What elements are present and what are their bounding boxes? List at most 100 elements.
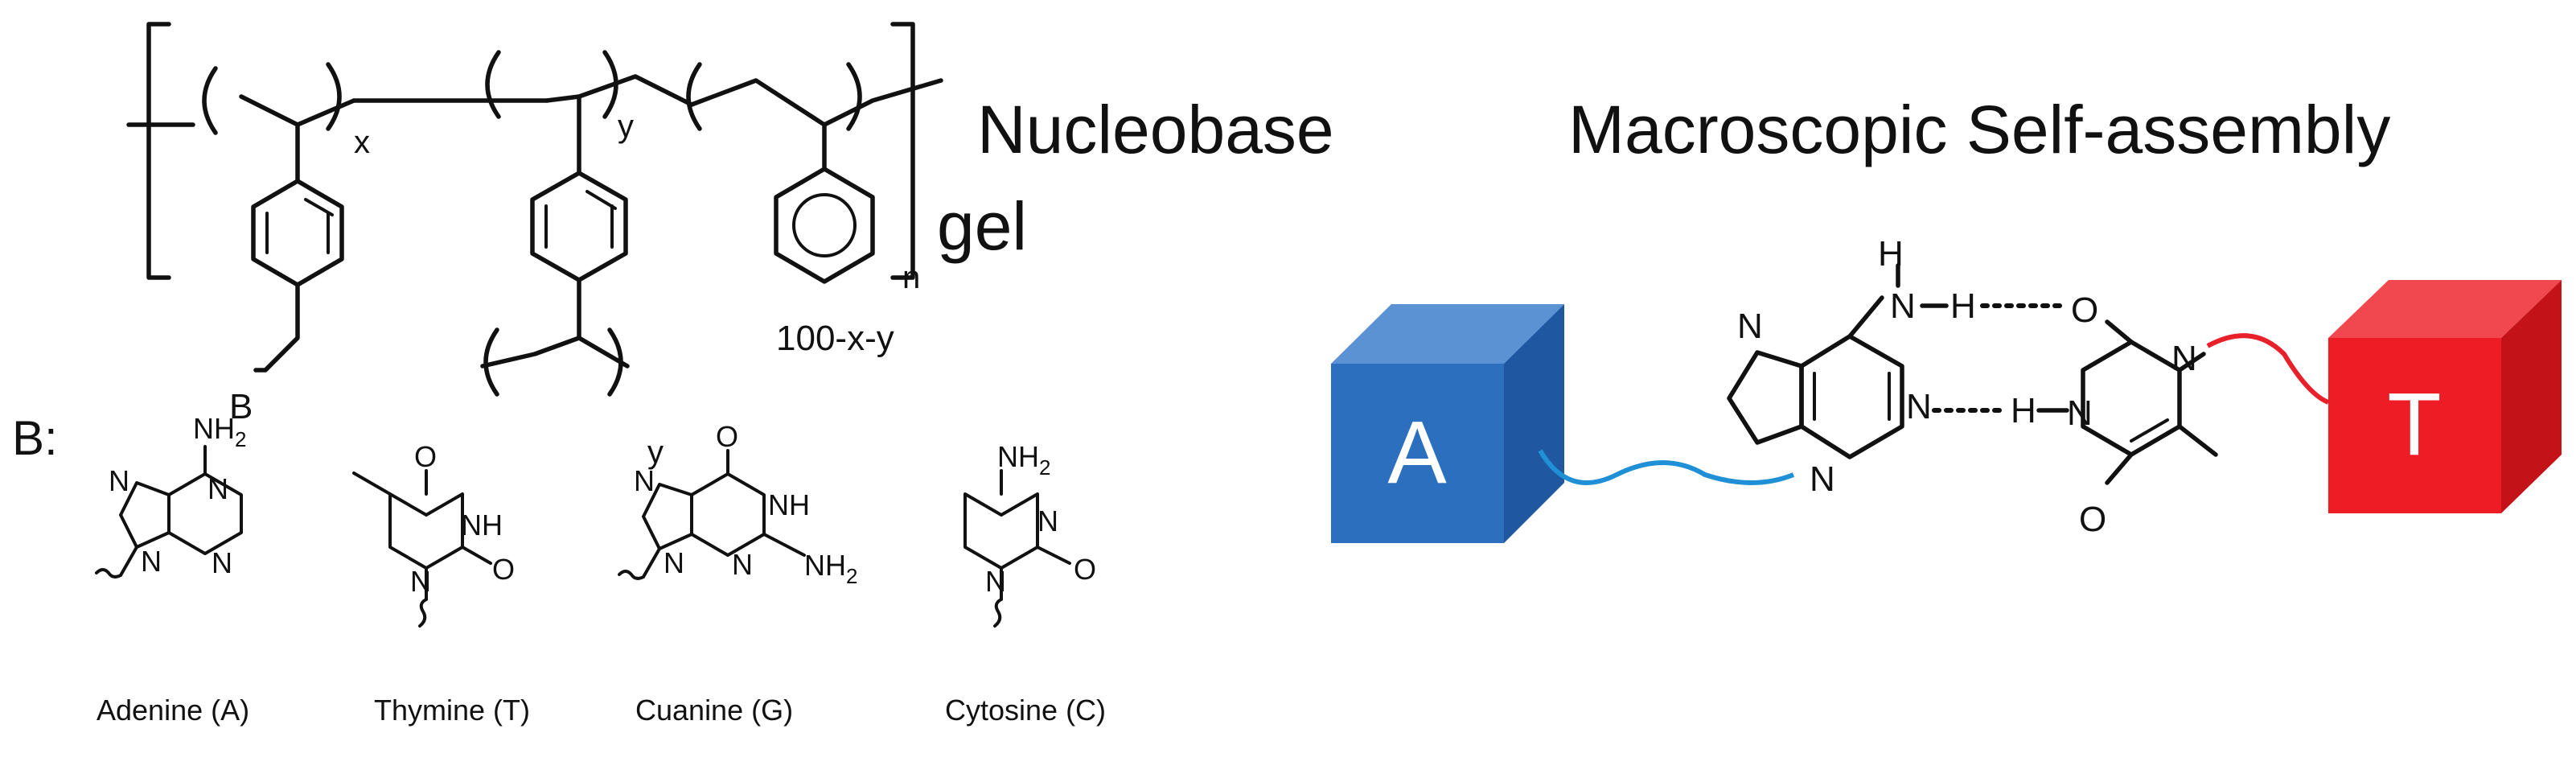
adenine-6ring [167, 472, 243, 555]
adenine-structure: N N N N N NH2 Adenine (A) [95, 412, 249, 727]
pair-adenine-6ring [1799, 334, 1904, 459]
pair-adenine-5ring [1727, 350, 1804, 445]
cube-a: A [1331, 304, 1564, 543]
cytosine-n1: N [985, 565, 1006, 598]
paren-s-left [686, 62, 702, 131]
linker-t [2206, 333, 2330, 405]
guanine-nh2: NH2 [804, 549, 857, 588]
guanine-bonds [618, 449, 806, 580]
cytosine-ring [963, 492, 1039, 570]
pair-thymine-double [2130, 418, 2169, 443]
guanine-nh: NH [768, 488, 810, 521]
guanine-n7: N [634, 464, 655, 497]
pair-thymine-n1: N [2171, 339, 2197, 378]
paren-x-left [202, 66, 218, 135]
guanine-n9: N [664, 546, 684, 579]
pair-thymine-ring [2081, 340, 2182, 457]
paren-s-right [846, 62, 862, 131]
pendant-b: B [229, 387, 253, 426]
linker-a [1538, 449, 1795, 485]
cube-t-side-face [2501, 280, 2562, 513]
adenine-5ring [119, 481, 171, 549]
pair-thymine-h3: H [2011, 391, 2036, 430]
cube-a-label: A [1387, 403, 1447, 502]
paren-y-left [485, 50, 501, 119]
cube-t-label: T [2387, 375, 2441, 474]
pair-adenine-amine-h1: H [1878, 234, 1904, 274]
pair-adenine-amine-n: N [1890, 286, 1916, 326]
thymine-nh: NH [461, 509, 503, 541]
cytosine-bonds [993, 469, 1071, 628]
paren-x-right [326, 62, 342, 131]
self-assembly-title: Macroscopic Self-assembly [1568, 92, 2390, 167]
pair-adenine-double [1813, 372, 1891, 421]
ring1-double [265, 198, 334, 254]
crosslink-backbone [480, 336, 630, 369]
left-bracket [146, 22, 171, 280]
cube-t: T [2328, 280, 2562, 513]
pair-thymine-o4: O [2079, 500, 2106, 539]
subscript-y-top: y [618, 109, 634, 144]
thymine-name: Thymine (T) [374, 694, 530, 727]
thymine-o4: O [414, 440, 437, 473]
ring3-aromatic [792, 193, 857, 257]
thymine-structure: O NH O N Thymine (T) [352, 440, 530, 727]
right-bracket [890, 22, 915, 280]
cytosine-n3: N [1037, 504, 1058, 537]
polymer-structure: x y n B y 100-x-y Nucleobase gel [126, 22, 1334, 470]
subscript-n: n [902, 260, 920, 295]
thymine-n1: N [410, 565, 431, 598]
thymine-ring [388, 492, 464, 570]
guanine-n3: N [732, 548, 753, 581]
pair-thymine-n3: N [2067, 393, 2093, 433]
paren-cl-left [483, 327, 499, 397]
cytosine-o2: O [1074, 553, 1096, 586]
cube-a-side-face [1504, 304, 1564, 543]
cube-t-front-face [2328, 338, 2501, 513]
guanine-o6: O [716, 420, 738, 453]
adenine-nh2: NH2 [193, 412, 246, 451]
cube-a-top-face [1331, 304, 1564, 364]
pair-adenine-n1: N [1906, 387, 1932, 426]
pair-thymine-bonds [2105, 319, 2218, 485]
ring1-ch2 [253, 282, 300, 373]
adenine-n3: N [212, 546, 232, 579]
section-b-label: B: [12, 411, 58, 465]
backbone-unit-styrene [689, 78, 943, 127]
adenine-n1: N [207, 472, 228, 505]
title-nucleobase: Nucleobase [977, 92, 1334, 167]
adenine-n7: N [109, 464, 129, 497]
subscript-y-bottom: y [647, 434, 664, 470]
cytosine-structure: NH2 N O N Cytosine (C) [945, 440, 1106, 727]
pair-adenine-c6-n [1847, 295, 1884, 339]
cube-t-top-face [2328, 280, 2562, 338]
paren-cl-right [607, 327, 623, 397]
pair-adenine: N N N N N H H [1727, 234, 1976, 499]
guanine-structure: O NH N N N NH2 Cuanine (G) [618, 420, 857, 727]
thymine-o2: O [492, 553, 515, 586]
guanine-6ring [690, 472, 766, 557]
pair-adenine-n3: N [1810, 459, 1835, 499]
subscript-x: x [354, 125, 370, 160]
backbone-unit-y [544, 74, 694, 107]
adenine-name: Adenine (A) [97, 694, 249, 727]
pair-adenine-amine-h2: H [1950, 286, 1976, 326]
adenine-bonds [95, 445, 207, 579]
pair-adenine-n7: N [1737, 307, 1763, 346]
adenine-n9: N [141, 545, 162, 578]
fraction-label: 100-x-y [776, 319, 894, 358]
cube-a-front-face [1331, 364, 1504, 543]
title-gel: gel [937, 188, 1027, 264]
paren-y-right [602, 50, 618, 119]
cytosine-nh2: NH2 [997, 440, 1050, 480]
cytosine-name: Cytosine (C) [945, 694, 1106, 727]
ring2-double [544, 190, 617, 249]
guanine-5ring [642, 483, 693, 550]
ring3 [774, 167, 875, 284]
guanine-name: Cuanine (G) [635, 694, 793, 727]
pair-thymine: O N N O [2067, 290, 2218, 539]
thymine-bonds [352, 469, 492, 628]
pair-thymine-o2: O [2071, 290, 2098, 330]
